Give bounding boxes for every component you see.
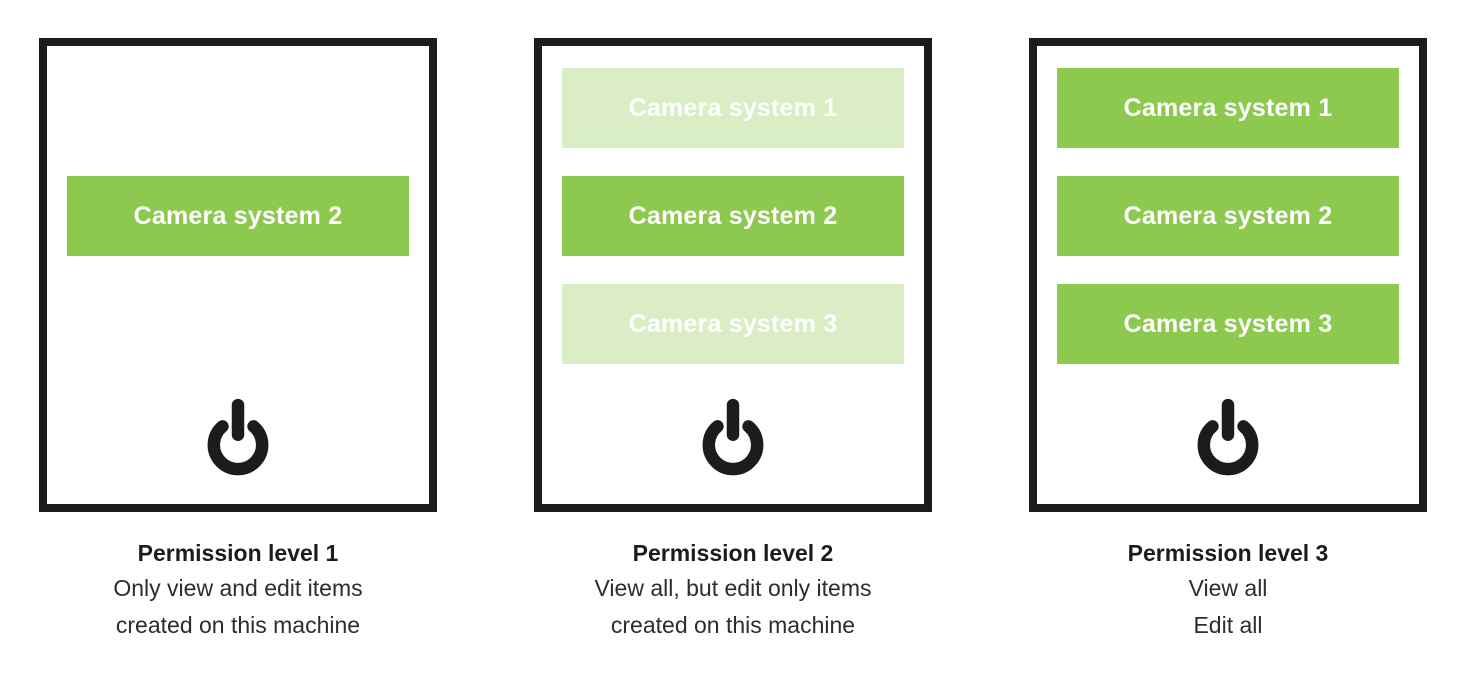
caption-line: created on this machine <box>610 612 856 638</box>
camera-system-1-item: Camera system 1 <box>562 68 904 148</box>
camera-system-2-item: Camera system 2 <box>67 176 409 256</box>
caption-title: Permission level 1 <box>137 540 339 566</box>
camera-system-1-item: Camera system 1 <box>1057 68 1399 148</box>
caption-title: Permission level 3 <box>1127 540 1329 566</box>
caption-1: Permission level 1 Only view and edit it… <box>39 536 437 644</box>
device-frame-2: Camera system 1 Camera system 2 Camera s… <box>534 38 932 512</box>
power-icon <box>1197 398 1259 476</box>
device-frame-3: Camera system 1 Camera system 2 Camera s… <box>1029 38 1427 512</box>
power-icon <box>702 398 764 476</box>
permission-level-3-panel: Camera system 1 Camera system 2 Camera s… <box>1029 38 1427 644</box>
camera-system-2-item: Camera system 2 <box>562 176 904 256</box>
caption-line: Only view and edit items <box>113 575 363 601</box>
caption-line: View all <box>1188 575 1268 601</box>
caption-line: Edit all <box>1193 612 1263 638</box>
power-icon <box>207 398 269 476</box>
camera-system-3-item: Camera system 3 <box>562 284 904 364</box>
camera-system-3-item: Camera system 3 <box>1057 284 1399 364</box>
caption-2: Permission level 2 View all, but edit on… <box>534 536 932 644</box>
caption-line: View all, but edit only items <box>594 575 872 601</box>
device-frame-1: Camera system 2 <box>39 38 437 512</box>
permission-level-1-panel: Camera system 2 Permission level 1 Only … <box>39 38 437 644</box>
camera-system-2-item: Camera system 2 <box>1057 176 1399 256</box>
caption-title: Permission level 2 <box>632 540 834 566</box>
caption-line: created on this machine <box>115 612 361 638</box>
permission-level-2-panel: Camera system 1 Camera system 2 Camera s… <box>534 38 932 644</box>
caption-3: Permission level 3 View all Edit all <box>1029 536 1427 644</box>
